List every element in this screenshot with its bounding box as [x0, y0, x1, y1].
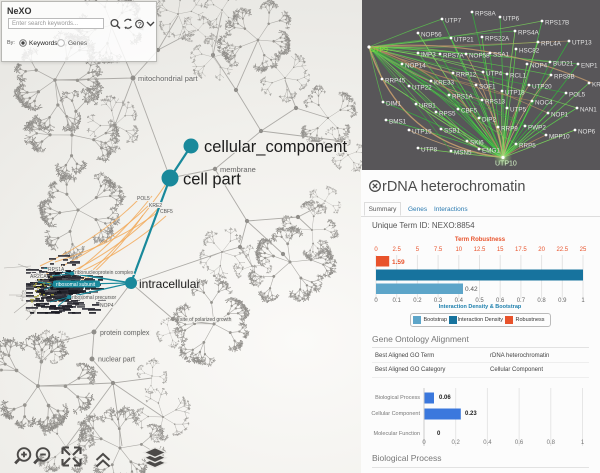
svg-text:ribosomal precursor: ribosomal precursor	[72, 295, 117, 301]
svg-text:UTP15: UTP15	[412, 129, 432, 136]
svg-text:ribosomal subunit: ribosomal subunit	[56, 282, 96, 288]
svg-text:UTP5: UTP5	[510, 107, 527, 114]
svg-text:SKI6: SKI6	[470, 140, 484, 147]
svg-text:NOP4: NOP4	[530, 63, 548, 70]
svg-text:UTP10: UTP10	[495, 161, 517, 168]
svg-text:RPS1A: RPS1A	[452, 94, 473, 101]
svg-text:RRP9: RRP9	[501, 126, 518, 133]
svg-text:RPS7A: RPS7A	[443, 53, 464, 60]
svg-text:NOP58: NOP58	[469, 53, 490, 60]
svg-text:AR2CA: AR2CA	[30, 274, 47, 280]
svg-text:HSC82: HSC82	[519, 48, 540, 55]
svg-text:UTP9: UTP9	[370, 47, 388, 54]
svg-text:protein complex: protein complex	[100, 330, 150, 337]
svg-text:PWP2: PWP2	[528, 125, 546, 132]
svg-text:POL5: POL5	[137, 196, 150, 202]
svg-text:NOP4: NOP4	[100, 303, 114, 309]
svg-text:DIP2: DIP2	[482, 117, 496, 124]
svg-text:nuclear part: nuclear part	[98, 357, 135, 364]
svg-text:site of polarized growth: site of polarized growth	[180, 317, 232, 323]
svg-text:NOP14: NOP14	[405, 63, 426, 70]
svg-text:CBF5: CBF5	[160, 209, 173, 215]
svg-text:RCL1: RCL1	[510, 73, 527, 80]
svg-text:IMP3: IMP3	[421, 52, 436, 59]
svg-text:NOC4: NOC4	[535, 100, 553, 107]
svg-text:NOP6: NOP6	[578, 129, 596, 136]
svg-text:CBF5: CBF5	[461, 108, 478, 115]
svg-text:UTP22: UTP22	[412, 85, 432, 92]
svg-text:RRP45: RRP45	[385, 78, 406, 85]
svg-text:KRE2: KRE2	[149, 203, 162, 209]
svg-text:NAN1: NAN1	[580, 107, 597, 114]
svg-text:NOP1: NOP1	[551, 112, 569, 119]
svg-text:ENP1: ENP1	[581, 63, 598, 70]
svg-text:RPS13: RPS13	[485, 99, 505, 106]
svg-text:UTP20: UTP20	[532, 84, 552, 91]
svg-text:cell part: cell part	[183, 171, 241, 189]
svg-text:cellular_component: cellular_component	[204, 138, 348, 156]
svg-text:URB1: URB1	[419, 103, 436, 110]
svg-text:UTP8: UTP8	[421, 147, 438, 154]
svg-text:POL5: POL5	[569, 92, 586, 99]
svg-text:BMS1: BMS1	[389, 119, 407, 126]
svg-text:UTP6: UTP6	[503, 16, 520, 23]
svg-text:RPS4A: RPS4A	[518, 30, 539, 37]
svg-text:RPS8A: RPS8A	[475, 11, 496, 18]
svg-text:UTP18: UTP18	[505, 90, 525, 97]
svg-text:MSN5: MSN5	[454, 150, 472, 157]
svg-text:NOP56: NOP56	[421, 32, 442, 39]
svg-text:BUD21: BUD21	[553, 61, 574, 68]
svg-text:UTP13: UTP13	[572, 40, 592, 47]
svg-text:UTP4: UTP4	[486, 71, 503, 78]
svg-text:KRE6: KRE6	[592, 82, 600, 89]
svg-text:membrane: membrane	[220, 165, 256, 174]
svg-text:DIM1: DIM1	[386, 101, 402, 108]
svg-text:UTP21: UTP21	[454, 37, 474, 44]
svg-text:RRP5: RRP5	[519, 143, 536, 150]
svg-text:UTP7: UTP7	[445, 18, 462, 25]
svg-text:SSA1: SSA1	[493, 52, 510, 59]
svg-text:?: ?	[138, 22, 142, 29]
svg-text:intracellular: intracellular	[139, 277, 200, 291]
svg-text:RPS1A: RPS1A	[48, 267, 65, 273]
svg-text:SSB1: SSB1	[444, 128, 461, 135]
svg-text:KRE33: KRE33	[434, 80, 454, 87]
svg-text:RPS5: RPS5	[439, 111, 456, 118]
svg-text:MPP10: MPP10	[549, 134, 570, 141]
svg-text:RPL4A: RPL4A	[541, 41, 562, 48]
svg-text:RPS22A: RPS22A	[485, 36, 510, 43]
svg-text:EMG1: EMG1	[482, 148, 500, 155]
svg-text:SOF1: SOF1	[479, 84, 496, 91]
svg-text:RRP12: RRP12	[456, 72, 477, 79]
svg-text:RPS9B: RPS9B	[554, 74, 575, 81]
svg-text:mitochondrial part: mitochondrial part	[138, 74, 199, 83]
svg-text:ribonucleoprotein complex: ribonucleoprotein complex	[75, 270, 134, 276]
svg-text:RPS17B: RPS17B	[545, 20, 569, 27]
